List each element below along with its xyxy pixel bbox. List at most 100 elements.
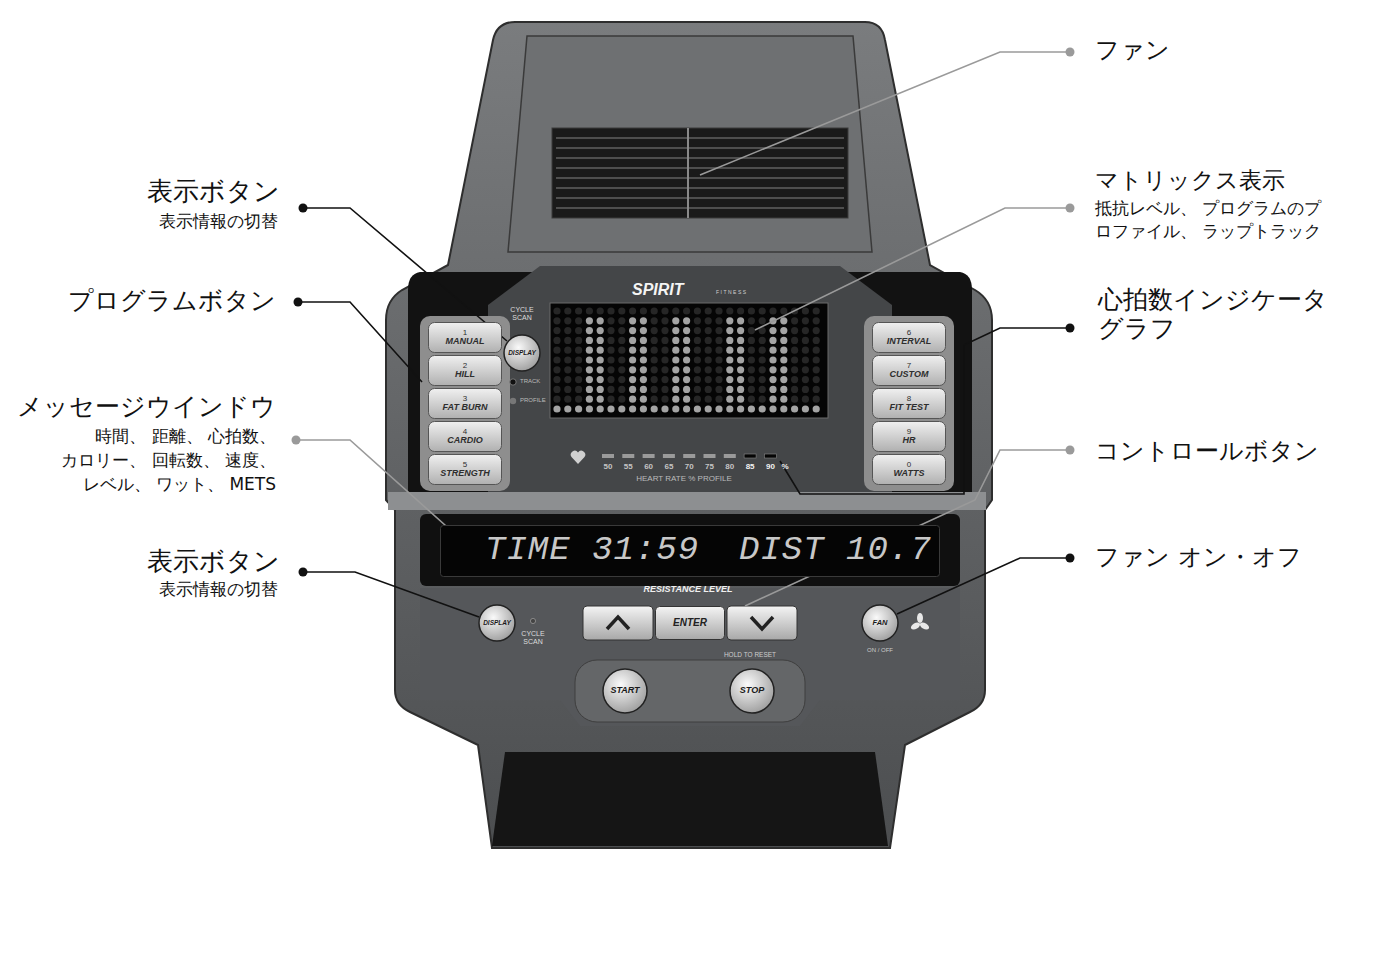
- matrix-dot: [575, 396, 582, 403]
- button-text-holder: DISPLAY: [478, 604, 516, 642]
- matrix-dot: [553, 366, 560, 373]
- panel-label: HOLD TO RESET: [724, 651, 776, 658]
- matrix-dot: [629, 307, 636, 314]
- program-button: 3FAT BURN: [428, 388, 502, 419]
- grille-slat: [556, 197, 844, 199]
- button-text-holder: TIME 31:59DIST 10.7: [440, 525, 940, 577]
- matrix-dot: [640, 337, 647, 344]
- matrix-dot: [629, 396, 636, 403]
- matrix-dot: [586, 356, 593, 363]
- matrix-dot: [748, 366, 755, 373]
- grille-slat: [556, 157, 844, 159]
- matrix-dot: [802, 327, 809, 334]
- matrix-dot: [640, 356, 647, 363]
- button-label: START: [610, 686, 639, 695]
- matrix-dot: [748, 386, 755, 393]
- matrix-dot: [586, 307, 593, 314]
- button-label: ENTER: [673, 618, 707, 629]
- program-number: 3: [463, 395, 467, 403]
- matrix-dot: [651, 396, 658, 403]
- window-face: [441, 526, 940, 577]
- matrix-dot: [737, 337, 744, 344]
- matrix-dot: [759, 337, 766, 344]
- matrix-dot: [769, 337, 776, 344]
- matrix-dot: [813, 327, 820, 334]
- matrix-dot: [780, 366, 787, 373]
- matrix-dot: [586, 396, 593, 403]
- matrix-dot: [661, 317, 668, 324]
- up-button: [583, 606, 653, 640]
- matrix-dot: [737, 327, 744, 334]
- scale-number: 60: [644, 462, 653, 471]
- round-button: START: [602, 668, 648, 714]
- matrix-dot: [737, 356, 744, 363]
- matrix-dot: [748, 317, 755, 324]
- matrix-dot: [802, 317, 809, 324]
- matrix-dot: [629, 405, 636, 412]
- matrix-dot: [553, 317, 560, 324]
- matrix-dot: [575, 317, 582, 324]
- callout-label: プログラムボタン: [68, 287, 276, 316]
- matrix-dot: [607, 347, 614, 354]
- program-number: 5: [463, 461, 467, 469]
- program-name: FAT BURN: [443, 403, 488, 412]
- matrix-dot: [597, 405, 604, 412]
- matrix-dot: [629, 337, 636, 344]
- matrix-dot: [629, 347, 636, 354]
- profile-led: [510, 398, 516, 404]
- matrix-dot: [737, 347, 744, 354]
- down-button: [727, 606, 797, 640]
- matrix-dot: [651, 376, 658, 383]
- button-text-holder: 6INTERVAL: [872, 322, 946, 353]
- grille-slats: [556, 138, 844, 208]
- matrix-dot: [564, 347, 571, 354]
- button-face: [730, 669, 774, 713]
- grille-divider: [687, 128, 689, 218]
- matrix-dot: [553, 386, 560, 393]
- matrix-dot: [629, 317, 636, 324]
- matrix-dot: [694, 386, 701, 393]
- button-label: DISPLAY: [483, 620, 511, 627]
- panel-label: RESISTANCE LEVEL: [644, 584, 733, 594]
- matrix-dot: [672, 386, 679, 393]
- matrix-dot: [661, 405, 668, 412]
- matrix-dot: [672, 396, 679, 403]
- callout-label: マトリックス表示: [1095, 167, 1285, 193]
- matrix-dot: [802, 337, 809, 344]
- program-number: 9: [907, 428, 911, 436]
- matrix-dot: [607, 366, 614, 373]
- matrix-dot: [705, 317, 712, 324]
- matrix-dot: [618, 327, 625, 334]
- matrix-dot: [618, 366, 625, 373]
- matrix-dot: [564, 405, 571, 412]
- matrix-dot: [683, 347, 690, 354]
- program-number: 7: [907, 362, 911, 370]
- matrix-dot: [553, 405, 560, 412]
- callout-label: 表示情報の切替: [159, 212, 278, 232]
- matrix-dot: [726, 307, 733, 314]
- matrix-dot: [813, 405, 820, 412]
- matrix-dot: [802, 347, 809, 354]
- matrix-dot: [694, 366, 701, 373]
- matrix-dot: [737, 307, 744, 314]
- matrix-dot: [651, 307, 658, 314]
- matrix-dot: [575, 386, 582, 393]
- start-stop-recess: [575, 660, 805, 722]
- button-text-holder: FAN: [861, 604, 899, 642]
- matrix-dot: [748, 347, 755, 354]
- button-face: [429, 455, 502, 485]
- matrix-dot: [802, 356, 809, 363]
- matrix-dot: [726, 396, 733, 403]
- matrix-dot: [780, 405, 787, 412]
- program-name: WATTS: [894, 469, 925, 478]
- button-text-holder: 9HR: [872, 421, 946, 452]
- matrix-dot: [715, 405, 722, 412]
- matrix-dot: [683, 356, 690, 363]
- matrix-dot: [791, 366, 798, 373]
- matrix-dot: [672, 356, 679, 363]
- matrix-dot: [802, 386, 809, 393]
- matrix-dot: [607, 405, 614, 412]
- program-name: CUSTOM: [890, 370, 929, 379]
- matrix-dot: [575, 405, 582, 412]
- matrix-dot: [813, 396, 820, 403]
